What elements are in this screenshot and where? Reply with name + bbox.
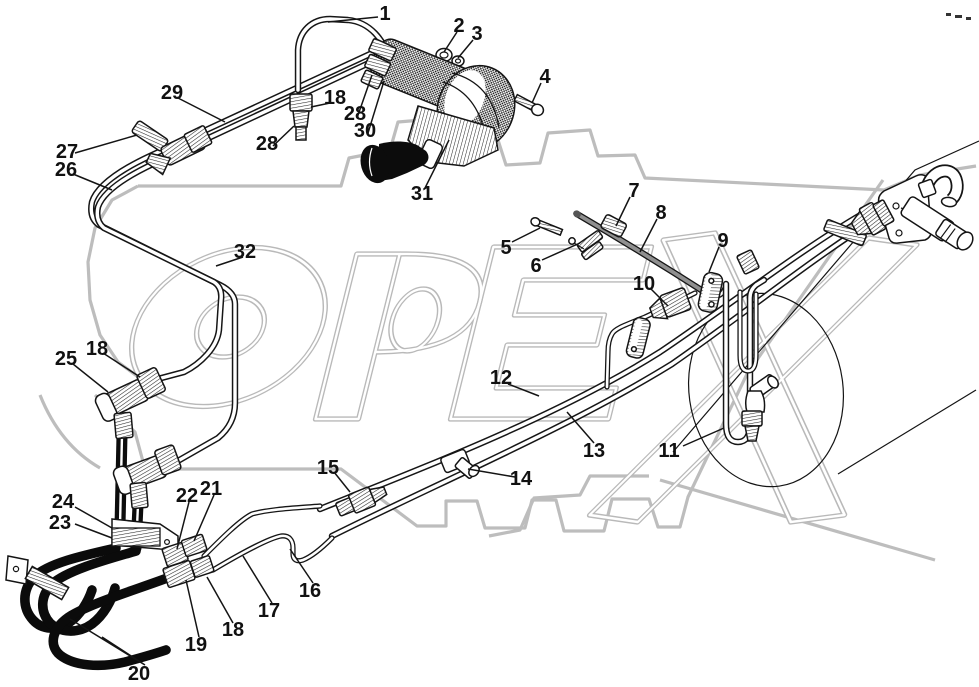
svg-text:14: 14 bbox=[510, 468, 533, 490]
svg-text:19: 19 bbox=[185, 634, 207, 656]
svg-text:23: 23 bbox=[49, 512, 71, 534]
svg-text:13: 13 bbox=[583, 440, 605, 462]
svg-text:28: 28 bbox=[344, 103, 366, 125]
svg-text:31: 31 bbox=[411, 183, 433, 205]
svg-text:11: 11 bbox=[658, 440, 679, 462]
svg-text:6: 6 bbox=[530, 255, 541, 277]
svg-text:5: 5 bbox=[500, 237, 511, 259]
svg-text:8: 8 bbox=[655, 202, 666, 224]
svg-text:17: 17 bbox=[258, 600, 280, 622]
svg-text:16: 16 bbox=[299, 580, 321, 602]
svg-text:4: 4 bbox=[539, 66, 551, 88]
svg-text:2: 2 bbox=[453, 15, 464, 37]
svg-text:3: 3 bbox=[471, 23, 482, 45]
svg-text:18: 18 bbox=[222, 619, 244, 641]
svg-text:20: 20 bbox=[128, 663, 150, 685]
svg-text:10: 10 bbox=[633, 273, 655, 295]
svg-text:7: 7 bbox=[628, 180, 639, 202]
svg-text:18: 18 bbox=[324, 87, 346, 109]
svg-text:29: 29 bbox=[161, 82, 183, 104]
svg-text:30: 30 bbox=[354, 120, 376, 142]
svg-text:25: 25 bbox=[55, 348, 77, 370]
svg-text:9: 9 bbox=[717, 230, 728, 252]
svg-text:26: 26 bbox=[55, 159, 77, 181]
svg-text:15: 15 bbox=[317, 457, 339, 479]
svg-text:27: 27 bbox=[56, 141, 78, 163]
svg-text:24: 24 bbox=[52, 491, 75, 513]
svg-text:32: 32 bbox=[234, 241, 256, 263]
svg-text:28: 28 bbox=[256, 133, 278, 155]
svg-text:21: 21 bbox=[200, 478, 222, 500]
svg-text:12: 12 bbox=[490, 367, 512, 389]
svg-text:18: 18 bbox=[86, 338, 108, 360]
svg-text:22: 22 bbox=[176, 485, 198, 507]
svg-text:1: 1 bbox=[379, 3, 390, 25]
